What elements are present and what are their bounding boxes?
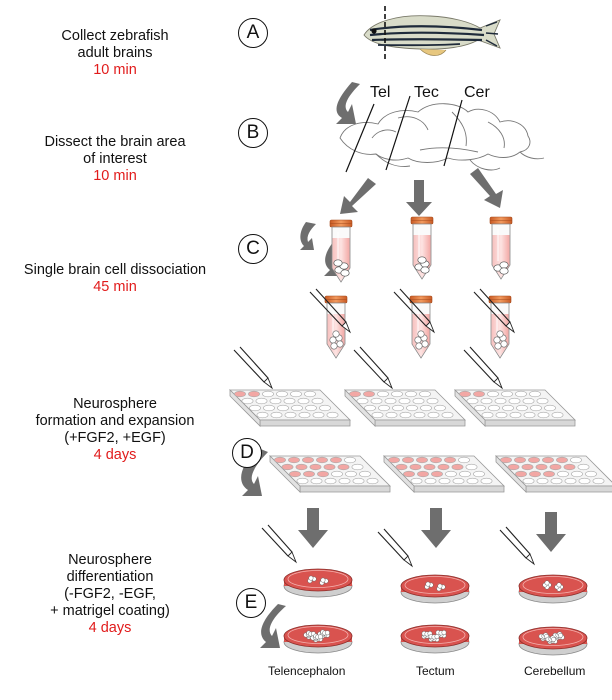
zebrafish-illustration [363, 6, 501, 60]
well-plate [383, 455, 505, 493]
tubes-bottom [309, 288, 515, 359]
bottom-label-cerebellum: Cerebellum [524, 664, 586, 678]
step-d-text: Neurosphere formation and expansion (+FG… [5, 396, 225, 464]
step-c-circle: C [238, 234, 268, 264]
culture-dish [283, 568, 353, 598]
well-plate [269, 455, 391, 493]
step-d-line-3: (+FGF2, +EGF) [64, 430, 166, 446]
step-c-time: 45 min [93, 279, 137, 295]
step-a-line-1: Collect zebrafish [61, 28, 169, 44]
dishes [261, 524, 588, 656]
step-d-circle: D [232, 438, 262, 468]
step-b-line-1: Dissect the brain area [44, 134, 186, 150]
step-e-line-4: + matrigel coating) [50, 603, 170, 619]
culture-dish [400, 574, 470, 604]
step-d-line-1: Neurosphere [73, 396, 157, 412]
well-plates [229, 346, 612, 493]
well-plate [344, 389, 466, 427]
brain-outline [339, 103, 545, 171]
step-a-time: 10 min [93, 62, 137, 78]
culture-dish [518, 574, 588, 604]
well-plate [454, 389, 576, 427]
culture-dish [400, 624, 470, 654]
bottom-label-telencephalon: Telencephalon [268, 664, 346, 678]
pipette [261, 524, 298, 564]
step-a-text: Collect zebrafish adult brains 10 min [20, 28, 210, 79]
well-plate [495, 455, 612, 493]
region-label-cer: Cer [464, 84, 490, 101]
step-c-text: Single brain cell dissociation 45 min [0, 262, 230, 296]
pipette [463, 346, 504, 390]
culture-dish [518, 626, 588, 656]
step-a-circle: A [238, 18, 268, 48]
bottom-label-tectum: Tectum [416, 664, 455, 678]
region-label-tel: Tel [370, 84, 391, 101]
tubes-top [329, 216, 513, 283]
step-b-line-2: of interest [83, 151, 147, 167]
pipette [499, 526, 536, 566]
pipette [353, 346, 394, 390]
step-d-time: 4 days [93, 447, 137, 463]
brain-cut-lines [345, 95, 463, 173]
step-e-line-3: (-FGF2, -EGF, [64, 586, 156, 602]
step-b-time: 10 min [93, 168, 137, 184]
region-label-tec: Tec [414, 84, 439, 101]
step-c-line-1: Single brain cell dissociation [23, 262, 207, 278]
step-e-circle: E [236, 588, 266, 618]
step-e-text: Neurosphere differentiation (-FGF2, -EGF… [10, 552, 210, 637]
pipette [377, 528, 414, 568]
step-e-line-1: Neurosphere [68, 552, 152, 568]
step-d-line-2: formation and expansion [35, 413, 195, 429]
step-b-text: Dissect the brain area of interest 10 mi… [10, 134, 220, 185]
well-plate [229, 389, 351, 427]
step-a-line-2: adult brains [77, 45, 153, 61]
pipette [233, 346, 274, 390]
step-e-time: 4 days [88, 620, 132, 636]
step-b-circle: B [238, 118, 268, 148]
culture-dish [283, 624, 353, 654]
step-e-line-2: differentiation [66, 569, 154, 585]
